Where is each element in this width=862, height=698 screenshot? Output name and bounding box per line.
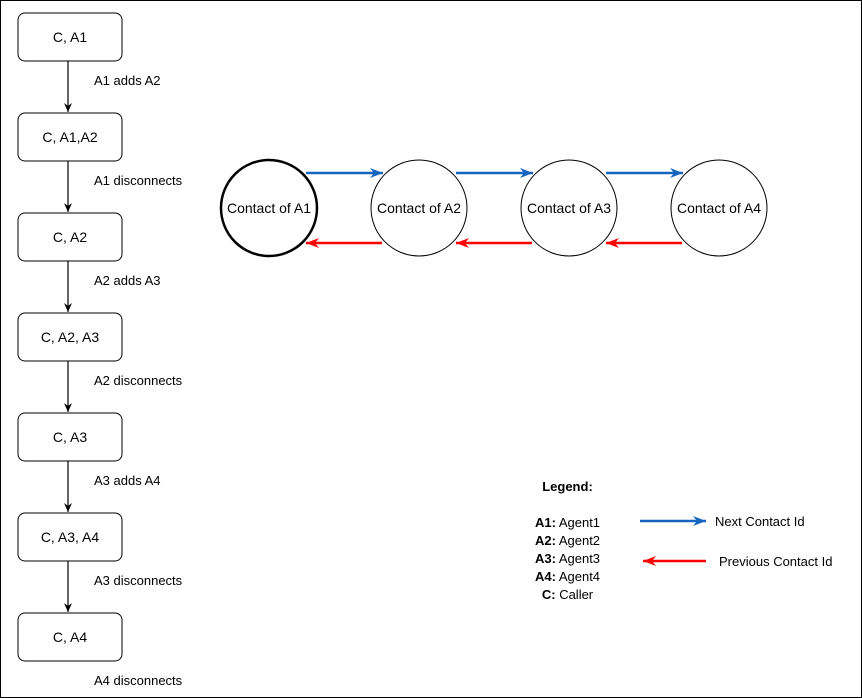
state-node: C, A3 <box>17 412 123 462</box>
legend-next-label: Next Contact Id <box>715 514 805 529</box>
legend-value: Agent2 <box>558 533 601 548</box>
final-transition-label: A4 disconnects <box>94 673 183 688</box>
legend-title: Legend: <box>542 479 593 494</box>
state-label: C, A4 <box>53 629 87 645</box>
transition-label: A1 disconnects <box>94 173 183 188</box>
state-label: C, A3 <box>53 429 87 445</box>
legend-entry: A1: Agent1 <box>500 514 635 532</box>
state-label: C, A3, A4 <box>41 529 100 545</box>
legend-entry: C: Caller <box>500 586 635 604</box>
state-node: C, A2, A3 <box>17 312 123 362</box>
legend-value: Caller <box>559 587 594 602</box>
state-node: C, A1,A2 <box>17 112 123 162</box>
flow-transitions: A1 adds A2 A1 disconnects A2 adds A3 A2 … <box>64 61 183 688</box>
contact-label: Contact of A2 <box>377 200 461 216</box>
transition-label: A3 disconnects <box>94 573 183 588</box>
legend-value: Agent3 <box>558 551 601 566</box>
contact-node-a3 <box>520 159 618 257</box>
transition-label: A1 adds A2 <box>94 73 161 88</box>
legend-value: Agent4 <box>558 569 601 584</box>
contact-node-a4 <box>670 159 768 257</box>
transition-label: A3 adds A4 <box>94 473 161 488</box>
state-label: C, A2 <box>53 229 87 245</box>
contact-node-a2 <box>370 159 468 257</box>
contact-node-a1 <box>219 158 319 258</box>
state-node: C, A2 <box>17 212 123 262</box>
legend-key: A1: <box>534 515 556 530</box>
contact-label: Contact of A4 <box>677 200 761 216</box>
legend-entry: A4: Agent4 <box>500 568 635 586</box>
state-label: C, A1,A2 <box>42 129 97 145</box>
state-label: C, A1 <box>53 29 87 45</box>
legend-entry: A3: Agent3 <box>500 550 635 568</box>
legend-key: A2: <box>534 533 556 548</box>
transition-label: A2 adds A3 <box>94 273 161 288</box>
flow-states: C, A1 C, A1,A2 C, A2 C, A2, A3 C, A3 C, … <box>17 12 123 662</box>
state-node: C, A4 <box>17 612 123 662</box>
state-label: C, A2, A3 <box>41 329 100 345</box>
transition-label: A2 disconnects <box>94 373 183 388</box>
contact-chain: Contact of A1 Contact of A2 Contact of A… <box>219 158 768 258</box>
legend-arrows: Next Contact Id Previous Contact Id <box>640 514 832 569</box>
contact-label: Contact of A3 <box>527 200 611 216</box>
legend-key: A4: <box>534 569 556 584</box>
legend-key: C: <box>541 587 556 602</box>
state-node: C, A1 <box>17 12 123 62</box>
legend: Legend: A1: Agent1 A2: Agent2 A3: Agent3… <box>500 478 635 604</box>
legend-value: Agent1 <box>558 515 601 530</box>
state-node: C, A3, A4 <box>17 512 123 562</box>
legend-key: A3: <box>534 551 556 566</box>
legend-previous-label: Previous Contact Id <box>719 554 832 569</box>
legend-entry: A2: Agent2 <box>500 532 635 550</box>
contact-label: Contact of A1 <box>227 200 311 216</box>
